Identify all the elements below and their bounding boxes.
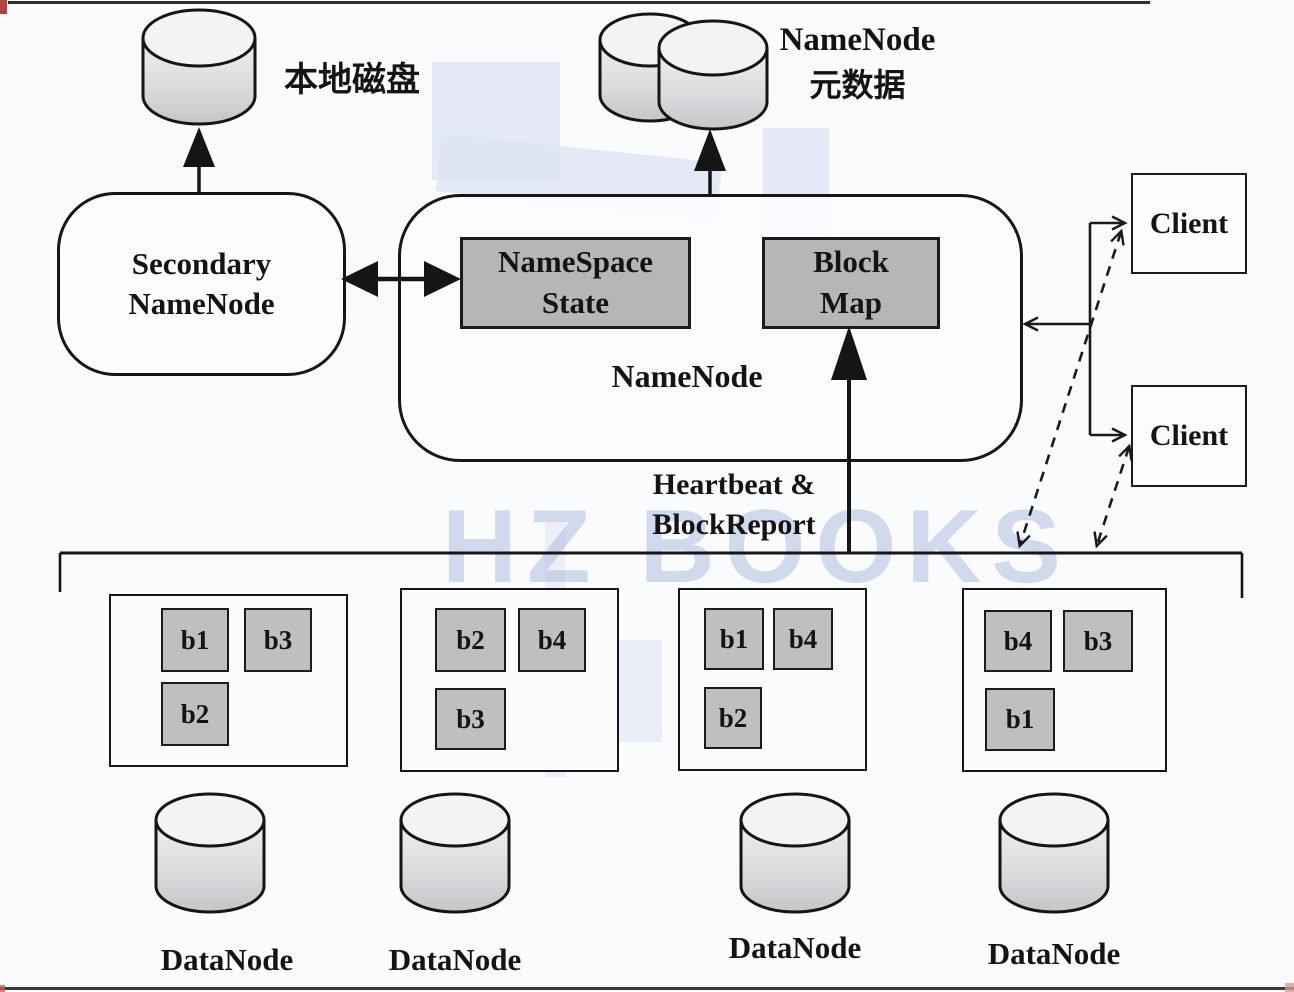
client-box-2: Client [1131,385,1247,487]
datanode-disk-icon [154,792,266,914]
datanode-disk-icon [399,792,511,914]
secondary-namenode-node: Secondary NameNode [57,192,346,376]
block-map-line2: Map [820,285,882,320]
client-box-1: Client [1131,173,1247,274]
namespace-state-line2: State [541,285,610,320]
block-map-line1: Block [813,244,889,280]
datanode-disk-icon [739,792,851,914]
datanode-label-2: DataNode [388,942,522,977]
namespace-state-box: NameSpace State [460,237,691,329]
scan-corner-mark [1285,983,1294,992]
datanode-box-1: b1 b3 b2 [109,594,348,767]
secondary-namenode-label-line1: Secondary [131,246,272,282]
block-b2: b2 [435,608,506,672]
block-b3: b3 [244,608,312,672]
namenode-metadata-disks-icon [598,12,769,131]
block-b1: b1 [704,608,764,670]
client-label: Client [1149,206,1229,240]
block-map-box: Block Map [762,237,940,329]
watermark-block [614,640,662,742]
namenode-metadata-label-line1: NameNode [779,22,936,58]
block-b2: b2 [704,687,762,749]
scan-corner-mark [0,0,7,14]
heartbeat-label-line2: BlockReport [652,508,816,541]
block-b1: b1 [985,688,1055,751]
datanode-box-3: b1 b4 b2 [678,588,867,771]
scan-bottom-edge [0,987,1294,990]
datanode-disk-icon [998,792,1110,914]
block-b3: b3 [1063,610,1133,672]
watermark-text: HZ BOOKS [442,489,1071,605]
block-b4: b4 [773,608,833,670]
datanode-box-4: b4 b3 b1 [962,588,1167,772]
local-disk-label: 本地磁盘 [284,62,420,99]
block-b4: b4 [518,608,586,672]
heartbeat-label-line1: Heartbeat & [652,468,816,501]
block-b2: b2 [161,682,229,746]
client-label: Client [1149,419,1229,452]
namenode-label: NameNode [611,358,763,394]
namespace-state-line1: NameSpace [498,244,653,280]
datanode-label-3: DataNode [728,930,862,965]
block-b1: b1 [161,608,229,672]
block-b3: b3 [435,688,506,750]
local-disk-icon [141,8,257,126]
namenode-metadata-label-line2: 元数据 [809,67,906,103]
scan-corner-mark [0,985,5,992]
datanode-label-1: DataNode [160,942,294,977]
secondary-namenode-label-line2: NameNode [128,286,275,321]
datanode-label-4: DataNode [987,936,1121,971]
scan-top-edge [8,1,1150,4]
datanode-box-2: b2 b4 b3 [400,588,619,772]
block-b4: b4 [984,610,1052,672]
